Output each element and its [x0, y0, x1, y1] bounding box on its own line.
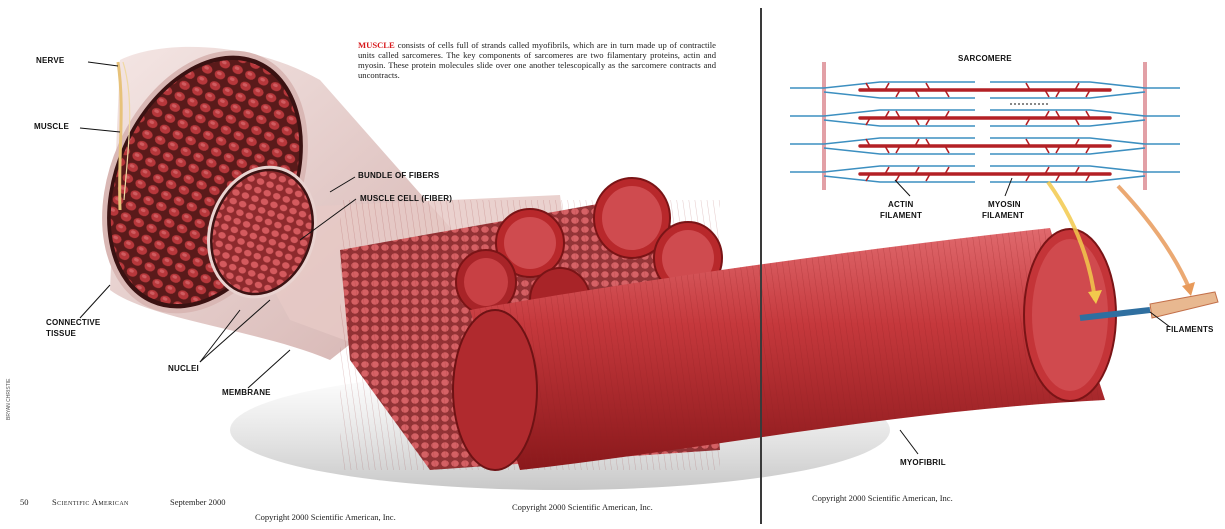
page-gutter: [760, 8, 762, 524]
magazine-name: Scientific American: [52, 497, 129, 507]
label-actin: ACTIN: [888, 200, 913, 210]
intro-lead-word: MUSCLE: [358, 40, 395, 50]
label-myofibril: MYOFIBRIL: [900, 458, 946, 468]
label-membrane: MEMBRANE: [222, 388, 271, 398]
label-sarcomere: SARCOMERE: [958, 54, 1012, 64]
intro-body: consists of cells full of strands called…: [358, 40, 716, 80]
issue-date: September 2000: [170, 497, 225, 507]
label-bundle-of-fibers: BUNDLE OF FIBERS: [358, 171, 439, 181]
label-actin-filament: FILAMENT: [880, 211, 922, 221]
label-connective: CONNECTIVE: [46, 318, 100, 328]
label-muscle: MUSCLE: [34, 122, 69, 132]
label-myosin: MYOSIN: [988, 200, 1021, 210]
copyright-left: Copyright 2000 Scientific American, Inc.: [255, 512, 396, 522]
illustrator-credit: BRYAN CHRISTIE: [6, 379, 12, 421]
copyright-center: Copyright 2000 Scientific American, Inc.: [512, 502, 653, 512]
label-filaments: FILAMENTS: [1166, 325, 1214, 335]
label-tissue: TISSUE: [46, 329, 76, 339]
label-muscle-cell: MUSCLE CELL (FIBER): [360, 194, 452, 204]
label-nuclei: NUCLEI: [168, 364, 199, 374]
label-nerve: NERVE: [36, 56, 64, 66]
copyright-right: Copyright 2000 Scientific American, Inc.: [812, 493, 953, 503]
page-number: 50: [20, 497, 29, 507]
intro-paragraph: MUSCLE consists of cells full of strands…: [358, 40, 716, 80]
label-myosin-filament: FILAMENT: [982, 211, 1024, 221]
